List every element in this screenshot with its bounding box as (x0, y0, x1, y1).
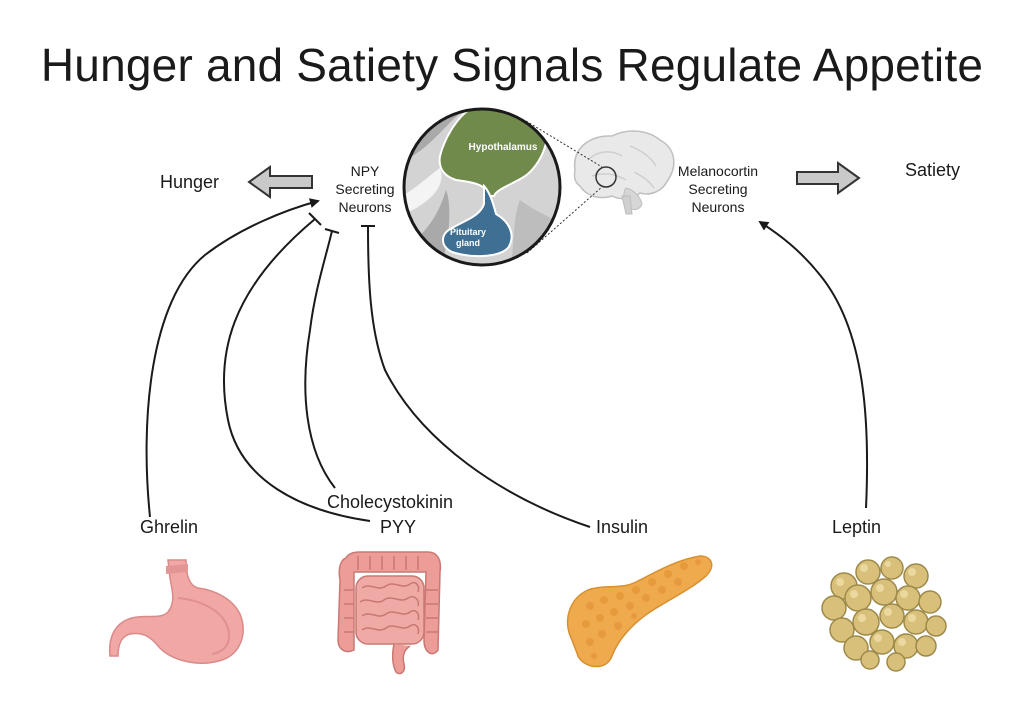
insulin-label: Insulin (596, 517, 649, 537)
hypothalamus-label: Hypothalamus (469, 142, 538, 153)
satiety-label: Satiety (905, 160, 961, 180)
insulin-inhibit-line (367, 225, 591, 528)
melanocortin-label-line3: Neurons (691, 199, 745, 215)
page-title: Hunger and Satiety Signals Regulate Appe… (40, 39, 984, 91)
cholecystokinin-label: Cholecystokinin (327, 492, 454, 512)
npy-label-line2: Secreting (335, 181, 395, 197)
leptin-arrow (758, 220, 869, 509)
cck-inhibit-bar (324, 228, 340, 234)
melanocortin-neurons-label: Melanocortin Secreting Neurons (664, 162, 772, 216)
hypothalamus-inset: Hypothalamus Pituitary gland (402, 107, 562, 267)
stomach-icon (108, 559, 244, 664)
callout-line-bottom (526, 185, 604, 254)
melanocortin-label-line1: Melanocortin (677, 163, 759, 179)
melanocortin-label-line2: Secreting (688, 181, 748, 197)
adipose-tissue-icon (821, 556, 947, 672)
npy-neurons-label: NPY Secreting Neurons (326, 162, 404, 216)
ghrelin-arrow (145, 198, 320, 518)
pituitary-label-line2: gland (456, 238, 480, 248)
callout-line-top (525, 120, 603, 168)
leptin-label: Leptin (832, 517, 882, 537)
brain-icon (573, 130, 675, 215)
pyy-inhibit-bar (308, 212, 322, 226)
npy-label-line3: Neurons (338, 199, 392, 215)
pancreas-icon (566, 555, 713, 668)
pituitary-label-line1: Pituitary (450, 227, 486, 237)
satiety-block-arrow (796, 161, 861, 195)
ghrelin-label: Ghrelin (140, 517, 199, 537)
intestine-icon (337, 551, 442, 675)
pyy-inhibit-line (222, 218, 371, 522)
cck-inhibit-line (304, 230, 336, 489)
npy-label-line1: NPY (350, 163, 380, 179)
hunger-label: Hunger (160, 172, 220, 192)
pyy-label: PYY (380, 517, 417, 537)
hunger-block-arrow (247, 165, 313, 199)
